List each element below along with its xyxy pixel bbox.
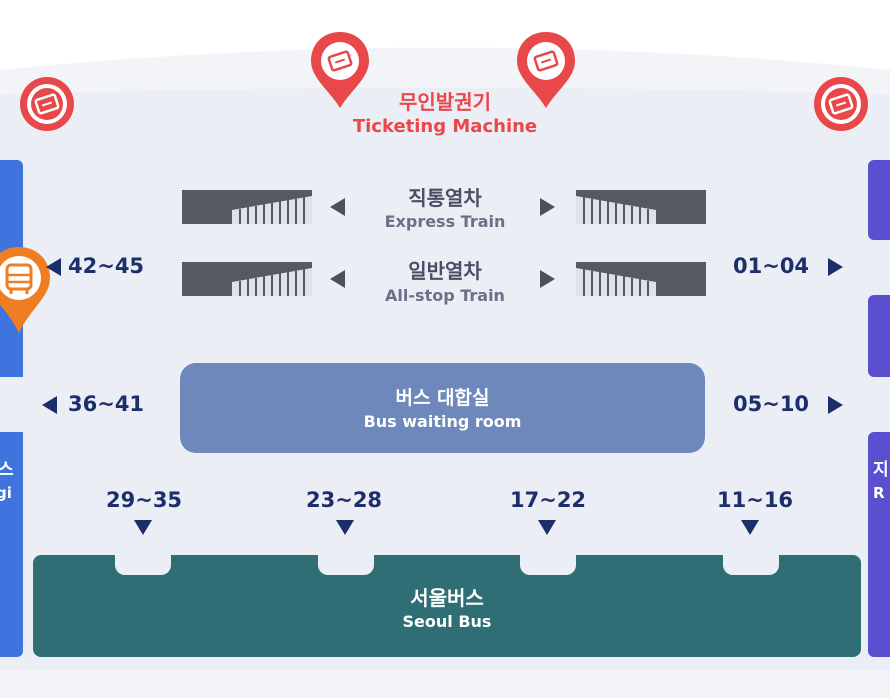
allstop-train-label-ko: 일반열차 [408, 259, 482, 283]
right-edge-label-en: R [873, 484, 885, 502]
waiting-room-label-ko: 버스 대합실 [395, 387, 490, 409]
bus-waiting-room[interactable]: 버스 대합실 Bus waiting room [180, 363, 705, 453]
allstop-escalator-left [182, 262, 312, 296]
seoul-bus-label-en: Seoul Bus [402, 612, 492, 631]
arrow-down-icon [336, 520, 354, 535]
express-escalator-left [182, 190, 312, 224]
gate-bottom-2[interactable]: 23~28 [306, 488, 383, 512]
gate-left-lower[interactable]: 36~41 [68, 392, 145, 416]
express-train-label-ko: 직통열차 [408, 186, 482, 210]
arrow-down-icon [538, 520, 556, 535]
waiting-room-label-en: Bus waiting room [363, 412, 522, 431]
bus-bay-notch [723, 555, 779, 575]
arrow-left-icon [330, 198, 345, 216]
express-train-label-en: Express Train [384, 212, 506, 231]
ticket-machine-icon[interactable] [19, 76, 75, 132]
ticketing-machine-label-en: Ticketing Machine [352, 116, 538, 137]
bus-bay-notch [520, 555, 576, 575]
seoul-bus-area[interactable]: 서울버스 Seoul Bus [33, 555, 861, 657]
allstop-train-label-en: All-stop Train [385, 286, 505, 305]
arrow-right-icon [828, 396, 843, 414]
arrow-down-icon [134, 520, 152, 535]
ticket-machine-pin-icon[interactable] [515, 30, 577, 110]
right-edge-label-ko: 지 [873, 460, 889, 480]
allstop-escalator-right [576, 262, 706, 296]
arrow-right-icon [540, 270, 555, 288]
gate-bottom-4[interactable]: 11~16 [717, 488, 794, 512]
arrow-left-icon [330, 270, 345, 288]
ticketing-machine-label-ko: 무인발권기 [399, 90, 491, 114]
right-block-upper [868, 160, 890, 240]
seoul-bus-label-ko: 서울버스 [410, 586, 484, 610]
gate-bottom-1[interactable]: 29~35 [106, 488, 183, 512]
arrow-right-icon [828, 258, 843, 276]
express-escalator-right [576, 190, 706, 224]
right-block-middle [868, 295, 890, 377]
ticket-machine-pin-icon[interactable] [309, 30, 371, 110]
gate-left-upper[interactable]: 42~45 [68, 254, 145, 278]
right-block-lower [868, 432, 890, 657]
bus-bay-notch [318, 555, 374, 575]
gate-right-upper[interactable]: 01~04 [733, 254, 810, 278]
bus-bay-notch [115, 555, 171, 575]
gate-bottom-3[interactable]: 17~22 [510, 488, 587, 512]
arrow-down-icon [741, 520, 759, 535]
arrow-right-icon [540, 198, 555, 216]
arrow-left-icon [42, 396, 57, 414]
left-edge-label-en: gi [0, 484, 12, 502]
left-edge-label-ko: 스 [0, 460, 14, 480]
ticket-machine-icon[interactable] [813, 76, 869, 132]
bus-icon[interactable] [0, 245, 52, 335]
arrow-left-icon [46, 258, 61, 276]
gate-right-lower[interactable]: 05~10 [733, 392, 810, 416]
left-area-gap [0, 377, 23, 432]
